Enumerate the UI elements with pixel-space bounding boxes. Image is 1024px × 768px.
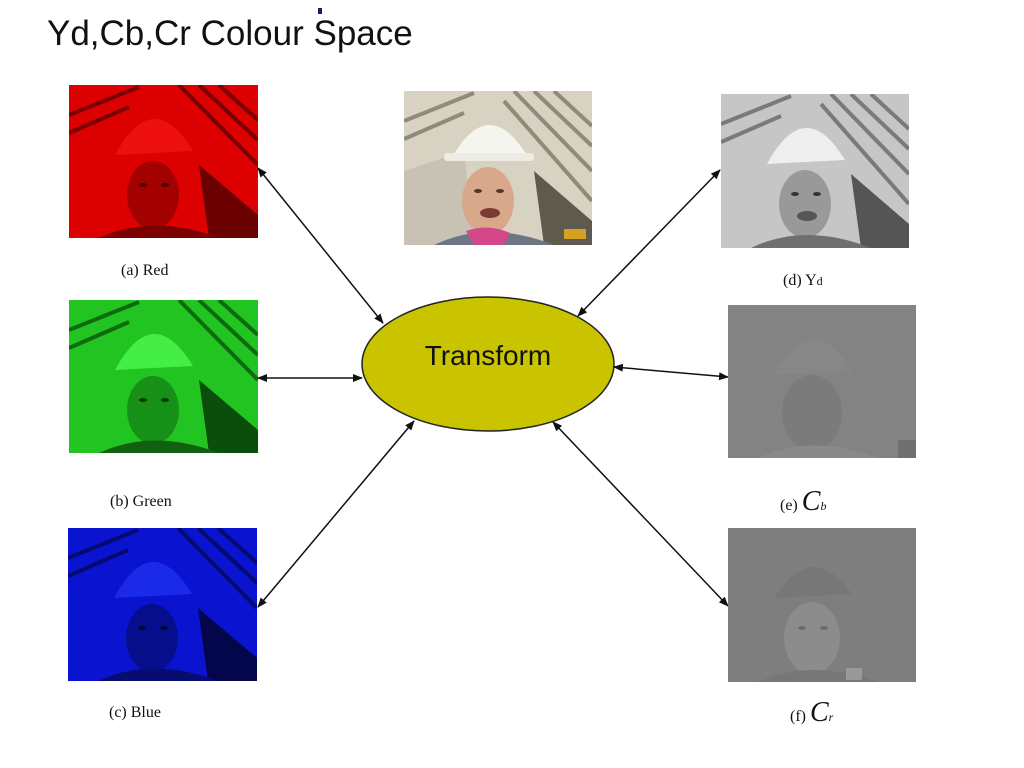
arrow-cb <box>613 363 729 381</box>
original-photo <box>404 91 592 245</box>
caption-cr-prefix: (f) <box>790 708 810 725</box>
caption-cb-prefix: (e) <box>780 497 802 514</box>
arrow-blue <box>257 420 415 608</box>
transform-label: Transform <box>424 340 552 371</box>
caption-cr-sub: r <box>828 710 834 724</box>
caption-cb-sub: b <box>820 499 827 513</box>
caption-cb-letter: C <box>801 486 821 517</box>
arrow-cr <box>552 421 729 607</box>
arrow-red <box>257 167 384 324</box>
cr-channel-image <box>728 528 916 682</box>
caption-yd-prefix: (d) Y <box>783 272 817 289</box>
caption-cb: (e) Cb <box>780 486 826 518</box>
yd-channel-image <box>721 94 909 248</box>
caption-green: (b) Green <box>110 493 172 510</box>
page-title: Yd,Cb,Cr Colour Space <box>47 14 413 53</box>
top-mark <box>318 8 322 14</box>
red-channel-image <box>69 85 258 238</box>
cb-channel-image <box>728 305 916 458</box>
arrow-yd <box>577 169 721 317</box>
caption-red: (a) Red <box>121 262 169 279</box>
caption-cr: (f) Cr <box>790 697 833 729</box>
green-channel-image <box>69 300 258 453</box>
caption-blue: (c) Blue <box>109 704 161 721</box>
caption-cr-letter: C <box>809 697 829 728</box>
caption-yd: (d) Yd <box>783 272 823 290</box>
blue-channel-image <box>68 528 257 681</box>
caption-yd-sub: d <box>816 274 823 288</box>
